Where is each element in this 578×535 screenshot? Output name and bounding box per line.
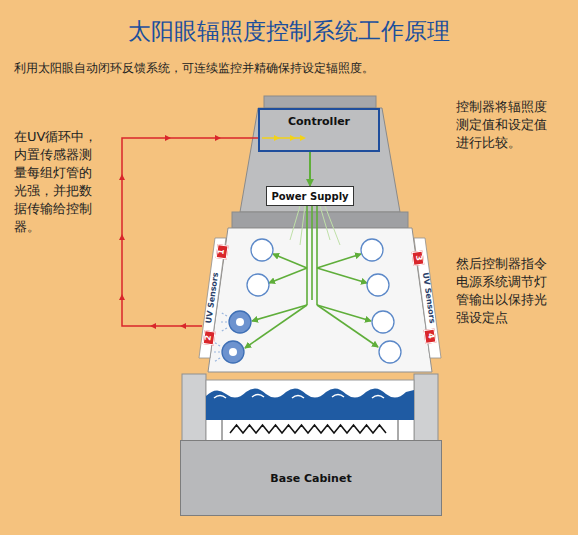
callout-number: 4 (424, 329, 437, 344)
connector-arrow (309, 152, 311, 186)
controller-box: Controller (258, 108, 380, 152)
callout-number: 1 (216, 245, 229, 260)
diagram-title: 太阳眼辐照度控制系统工作原理 (0, 16, 578, 47)
callout-number: 2 (203, 331, 216, 346)
callout-number: 3 (412, 251, 425, 266)
power-supply-box: Power Supply (266, 186, 353, 206)
base-cabinet: Base Cabinet (180, 440, 442, 516)
callout-note: 在UV循环中，内置传感器测量每组灯管的光强，并把数据传输给控制器。 (14, 128, 98, 236)
callout-note: 控制器将辐照度测定值和设定值进行比较。 (456, 98, 552, 152)
callout-note: 然后控制器指令电源系统调节灯管输出以保持光强设定点 (456, 255, 552, 327)
node-text: Base Cabinet (270, 472, 351, 485)
node-text: Controller (288, 115, 350, 128)
node-text: Power Supply (271, 191, 348, 202)
subtitle-note: 利用太阳眼自动闭环反馈系统，可连续监控并精确保持设定辐照度。 (14, 60, 574, 77)
